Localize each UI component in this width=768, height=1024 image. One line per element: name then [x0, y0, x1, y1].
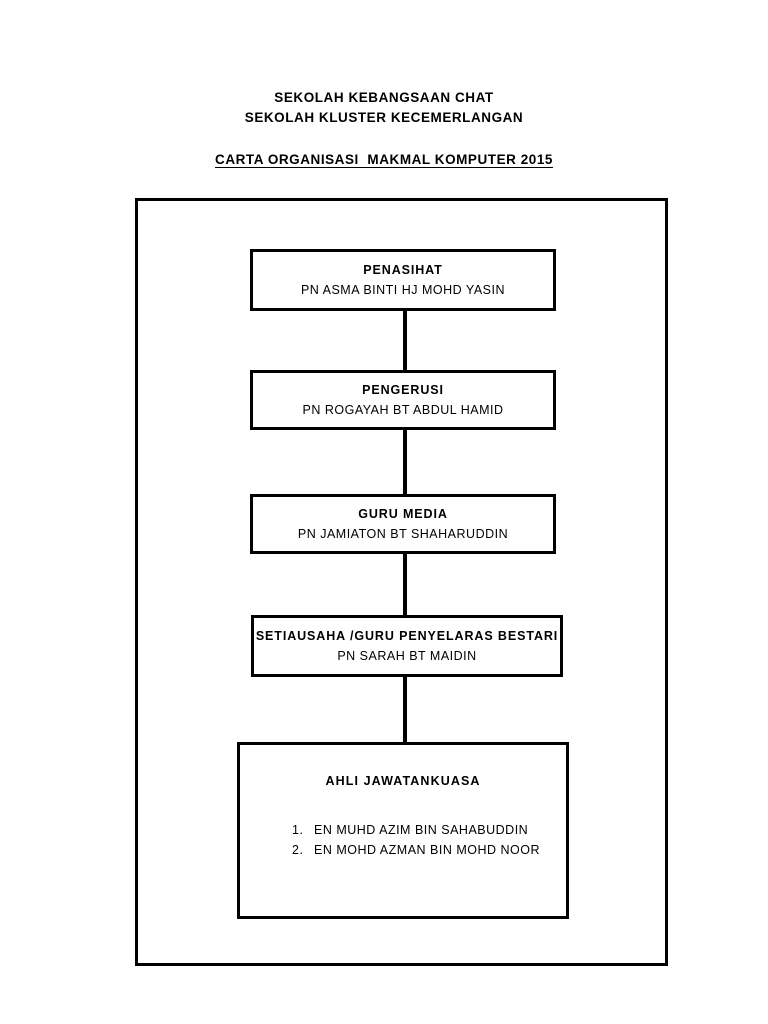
school-name-line-1: SEKOLAH KEBANGSAAN CHAT [274, 90, 494, 105]
member-name: EN MOHD AZMAN BIN MOHD NOOR [314, 843, 541, 857]
list-item: 2. EN MOHD AZMAN BIN MOHD NOOR [240, 840, 566, 860]
org-node-person: PN ASMA BINTI HJ MOHD YASIN [300, 282, 506, 297]
school-name-line-2: SEKOLAH KLUSTER KECEMERLANGAN [244, 110, 524, 125]
committee-member-list: 1. EN MUHD AZIM BIN SAHABUDDIN 2. EN MOH… [240, 820, 566, 860]
org-node-role: GURU MEDIA [358, 506, 448, 521]
connector-penasihat-pengerusi [403, 311, 407, 370]
org-node-person: PN ROGAYAH BT ABDUL HAMID [302, 402, 504, 417]
org-node-person: PN JAMIATON BT SHAHARUDDIN [297, 526, 509, 541]
org-node-role: AHLI JAWATANKUASA [325, 774, 481, 788]
member-name: EN MUHD AZIM BIN SAHABUDDIN [314, 823, 529, 837]
page-title: CARTA ORGANISASI MAKMAL KOMPUTER 2015 [215, 152, 553, 167]
org-node-role: PENASIHAT [363, 262, 443, 277]
org-node-ahli-jawatankuasa[interactable]: AHLI JAWATANKUASA 1. EN MUHD AZIM BIN SA… [237, 742, 569, 919]
org-node-person: PN SARAH BT MAIDIN [337, 648, 477, 663]
org-node-pengerusi[interactable]: PENGERUSI PN ROGAYAH BT ABDUL HAMID [250, 370, 556, 430]
org-chart-frame: PENASIHAT PN ASMA BINTI HJ MOHD YASIN PE… [135, 198, 668, 966]
member-number: 2. [292, 843, 304, 857]
connector-guru-media-setiausaha [403, 554, 407, 615]
connector-pengerusi-guru-media [403, 430, 407, 494]
document-header: SEKOLAH KEBANGSAAN CHAT SEKOLAH KLUSTER … [0, 88, 768, 170]
member-number: 1. [292, 823, 304, 837]
org-node-penasihat[interactable]: PENASIHAT PN ASMA BINTI HJ MOHD YASIN [250, 249, 556, 311]
list-item: 1. EN MUHD AZIM BIN SAHABUDDIN [240, 820, 566, 840]
org-node-role: PENGERUSI [362, 382, 444, 397]
connector-setiausaha-ahli-jawatankuasa [403, 677, 407, 742]
org-node-guru-media[interactable]: GURU MEDIA PN JAMIATON BT SHAHARUDDIN [250, 494, 556, 554]
org-node-role: SETIAUSAHA /GURU PENYELARAS BESTARI [255, 628, 559, 643]
org-node-setiausaha[interactable]: SETIAUSAHA /GURU PENYELARAS BESTARI PN S… [251, 615, 563, 677]
